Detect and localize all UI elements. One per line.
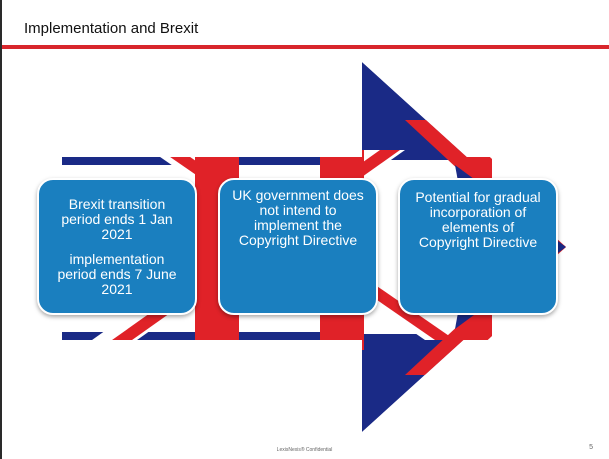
slide-left-border	[0, 0, 2, 459]
box-potential-incorporation: Potential for gradual incorporation of e…	[398, 178, 558, 315]
slide-footer: LexisNexis® Confidential	[276, 447, 333, 453]
box-brexit-transition: Brexit transition period ends 1 Jan 2021…	[37, 178, 197, 315]
title-underline	[2, 45, 609, 49]
box-3-line-1: Potential for gradual incorporation of e…	[415, 189, 541, 250]
box-uk-government: UK government does not intend to impleme…	[218, 178, 378, 315]
box-1-line-1: Brexit transition period ends 1 Jan 2021	[61, 195, 173, 242]
slide-title: Implementation and Brexit	[24, 20, 199, 37]
box-1-line-2: implementation period ends 7 June 2021	[57, 250, 177, 297]
page-number: 5	[589, 444, 593, 451]
box-2-line-1: UK government does not intend to impleme…	[232, 187, 364, 248]
